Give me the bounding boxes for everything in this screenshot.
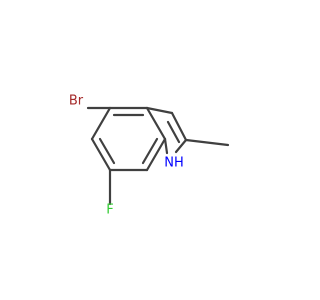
bond-c3-c2 — [170, 111, 188, 142]
bond-set — [86, 106, 230, 206]
double-bond-c3-c2-inner — [166, 120, 181, 144]
fluorine-label: F — [106, 203, 113, 218]
bromine-label: Br — [69, 94, 84, 109]
double-bond-c6-c7-inner — [141, 137, 159, 165]
molecule-structure: Br F NH — [69, 94, 230, 218]
bond-c7a-c3a — [90, 137, 112, 172]
bond-n1-c6 — [163, 137, 169, 155]
bond-c5-c3 — [145, 106, 174, 115]
bond-c5-c6 — [145, 106, 167, 141]
double-bond-c3a-c7a-inner — [98, 137, 116, 165]
bond-c2-methyl — [184, 138, 230, 147]
nitrogen-label: NH — [164, 156, 184, 171]
bond-c6-c7 — [145, 137, 167, 172]
bond-c3a-c4 — [90, 106, 112, 141]
bond-c2-n1 — [174, 138, 188, 154]
